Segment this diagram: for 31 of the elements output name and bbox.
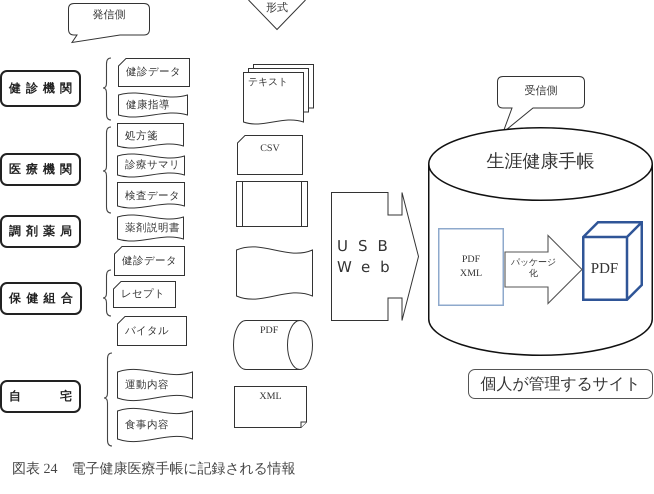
card-shape: 健診データ [118,58,190,87]
speech-bubble: 発信側 [68,3,150,43]
rounded-box: 個人が管理するサイト [468,369,653,399]
horizontal-cylinder: PDF [233,320,313,370]
database-cylinder [428,127,653,356]
cube: PDF [582,221,643,301]
document-shape: 処方箋 [117,123,184,150]
predefined-process [236,181,308,227]
wavy-banner: 運動内容 [117,367,193,403]
rounded-box: 調剤薬局 [0,215,81,248]
caption: 図表 24 電子健康医療手帳に記録される情報 [12,461,296,479]
document-shape: 検査データ [117,182,185,210]
wavy-banner: 診療サマリ [117,152,185,179]
card-shape: バイタル [117,316,187,346]
cylinder-label: 生涯健康手帳 [486,151,596,173]
rounded-box: 保健組合 [0,282,82,315]
wavy-banner [236,244,313,302]
card-shape: レセプト [113,281,176,308]
list-box: PDF XML [438,228,504,306]
wavy-banner: 健康指導 [118,91,188,119]
card-shape: CSV [237,135,303,175]
wavy-banner: 食事内容 [117,406,193,444]
offpage-connector: 形式 [248,0,306,30]
block-arrow-shape: USB Web [331,192,419,321]
rounded-box: 自宅 [0,380,81,413]
rounded-box: 医療機関 [0,153,81,186]
folded-corner-box: XML [234,386,307,428]
edge-label: パッケージ化 [510,258,557,280]
wavy-banner: 薬剤説明書 [117,213,184,243]
card-shape: 健診データ [114,246,185,276]
rounded-box: 健診機関 [0,70,81,107]
